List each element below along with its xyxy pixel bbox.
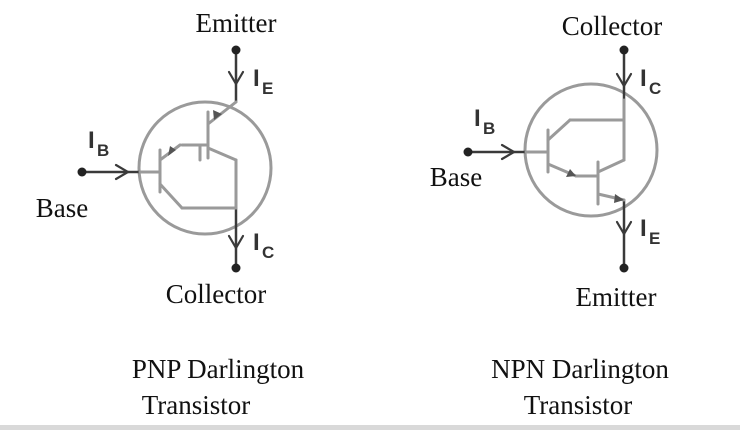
pnp-collector-label: Collector (166, 279, 266, 309)
pnp-collector-current-label: I C (253, 229, 274, 262)
npn-collector-terminal (619, 45, 629, 55)
bottom-border (0, 425, 740, 430)
svg-text:C: C (262, 243, 274, 262)
npn-base-current-label: I B (474, 105, 495, 138)
pnp-collector-terminal (231, 263, 241, 273)
svg-text:I: I (253, 65, 260, 92)
npn-base-label: Base (430, 162, 483, 192)
pnp-collector-current-arrow (227, 234, 245, 250)
npn-body-circle (523, 82, 659, 218)
npn-emitter-current-label: I E (640, 215, 660, 248)
npn-symbol: Collector Emitter Base I C I E I B NPN D… (430, 11, 670, 420)
npn-collector-current-label: I C (640, 65, 661, 98)
npn-collector-label: Collector (562, 11, 662, 41)
svg-text:I: I (474, 105, 481, 132)
svg-text:E: E (262, 79, 273, 98)
pnp-base-label: Base (36, 193, 89, 223)
pnp-inner-structure (138, 100, 238, 210)
npn-emitter-label: Emitter (576, 282, 657, 312)
npn-base-current-arrow (500, 143, 516, 161)
svg-text:E: E (649, 229, 660, 248)
pnp-caption-line1: PNP Darlington (132, 354, 305, 384)
pnp-emitter-terminal (231, 45, 241, 55)
pnp-base-terminal (77, 167, 87, 177)
pnp-emitter-current-label: I E (253, 65, 273, 98)
pnp-emitter-current-arrow (227, 70, 245, 86)
npn-caption-line1: NPN Darlington (491, 354, 669, 384)
pnp-arrow-head-icon (168, 146, 176, 156)
pnp-body-circle (137, 100, 273, 236)
svg-text:I: I (640, 215, 647, 242)
npn-collector-current-arrow (615, 72, 633, 88)
svg-text:C: C (649, 79, 661, 98)
pnp-symbol: Emitter Collector Base I E I C I B PNP D… (36, 8, 305, 420)
pnp-base-current-label: I B (88, 127, 109, 160)
pnp-caption-line2: Transistor (142, 390, 251, 420)
npn-base-terminal (463, 147, 473, 157)
svg-text:I: I (640, 65, 647, 92)
pnp-base-current-arrow (114, 163, 130, 181)
npn-arrow-head-icon (566, 169, 576, 177)
npn-emitter-terminal (619, 263, 629, 273)
svg-text:B: B (97, 141, 109, 160)
svg-text:I: I (253, 229, 260, 256)
npn-caption-line2: Transistor (524, 390, 633, 420)
pnp-emitter-label: Emitter (196, 8, 277, 38)
svg-text:I: I (88, 127, 95, 154)
pnp-arrow-head-icon (213, 110, 222, 120)
npn-emitter-current-arrow (615, 220, 633, 236)
npn-inner-structure (524, 98, 626, 206)
npn-arrow-head-icon (614, 194, 624, 203)
svg-text:B: B (483, 119, 495, 138)
